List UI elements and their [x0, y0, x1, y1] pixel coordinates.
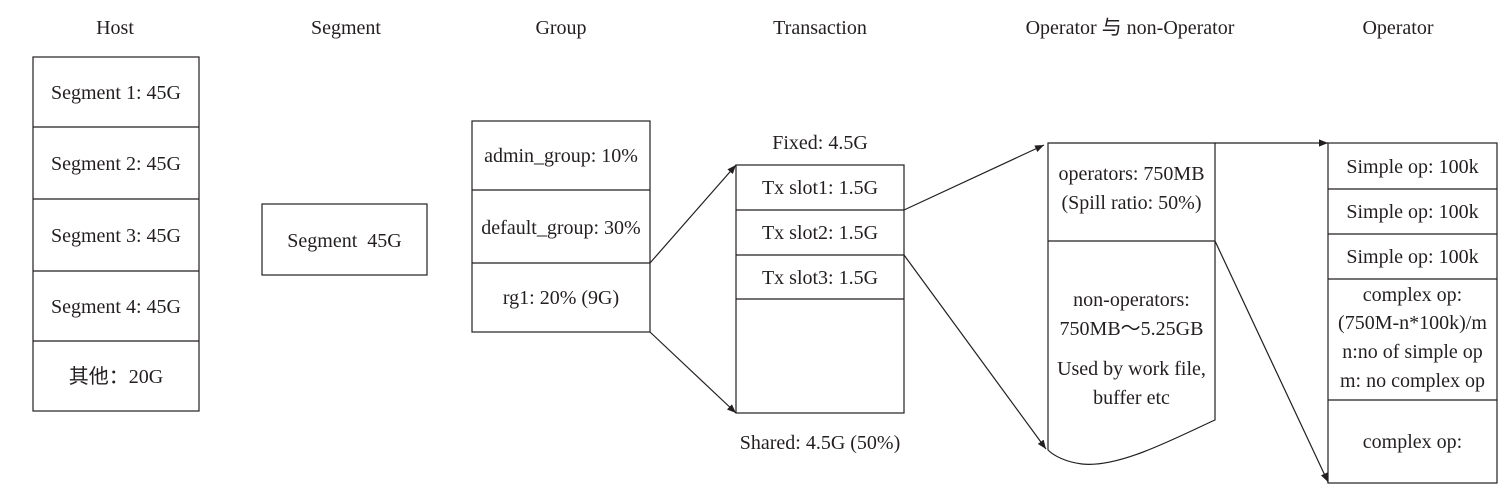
host-cell-other: 其他：20G — [69, 365, 163, 388]
operators-line-2: (Spill ratio: 50%) — [1062, 192, 1202, 214]
arrow-group-to-fixed — [649, 164, 737, 264]
segment-box-outline — [261, 203, 428, 276]
operator-simple-2: Simple op: 100k — [1346, 201, 1478, 223]
non-operators-line-1: non-operators: — [1073, 289, 1190, 311]
host-cell-segment-2: Segment 2: 45G — [51, 153, 181, 175]
operator-complex-line-2: (750M-n*100k)/m — [1338, 312, 1487, 334]
host-cell-segment-4: Segment 4: 45G — [51, 296, 181, 318]
operators-line-1: operators: 750MB — [1058, 163, 1204, 185]
group-box-outline — [471, 120, 651, 333]
group-cell-rg1: rg1: 20% (9G) — [503, 287, 619, 309]
operator-box: Simple op: 100k Simple op: 100k Simple o… — [1327, 142, 1498, 484]
arrow-slot-to-operators — [903, 144, 1045, 211]
arrow-non-operators-to-complex-op — [1214, 240, 1329, 483]
host-box: Segment 1: 45G Segment 2: 45G Segment 3:… — [32, 56, 200, 412]
arrow-group-to-shared — [649, 331, 737, 414]
group-cell-admin: admin_group: 10% — [484, 145, 638, 167]
host-box-outline — [32, 56, 200, 412]
operator-complex-line-4: m: no complex op — [1340, 370, 1485, 392]
header-group: Group — [535, 17, 586, 39]
header-transaction: Transaction — [773, 17, 867, 39]
operator-non-operator-box: operators: 750MB (Spill ratio: 50%) non-… — [1047, 142, 1216, 465]
non-operators-line-2: 750MB～5.25GB — [1060, 318, 1204, 340]
operator-simple-1: Simple op: 100k — [1346, 156, 1478, 178]
operator-complex-last: complex op: — [1363, 431, 1462, 453]
group-box: admin_group: 10% default_group: 30% rg1:… — [471, 120, 651, 333]
non-operators-line-3: Used by work file, — [1057, 358, 1206, 380]
non-operators-line-4: buffer etc — [1093, 387, 1170, 409]
operator-complex-line-3: n:no of simple op — [1342, 341, 1483, 363]
group-cell-default: default_group: 30% — [481, 217, 640, 239]
host-cell-segment-3: Segment 3: 45G — [51, 225, 181, 247]
operator-simple-3: Simple op: 100k — [1346, 246, 1478, 268]
operator-complex-line-1: complex op: — [1363, 284, 1462, 306]
transaction-box: Fixed: 4.5G Tx slot1: 1.5G Tx slot2: 1.5… — [735, 132, 905, 454]
host-cell-segment-1: Segment 1: 45G — [51, 82, 181, 104]
operator-box-outline — [1327, 142, 1498, 484]
header-operator-non-operator: Operator 与 non-Operator — [1026, 16, 1235, 39]
header-segment: Segment — [311, 17, 381, 39]
header-operator: Operator — [1362, 17, 1433, 39]
segment-label: Segment 45G — [287, 230, 401, 252]
segment-box: Segment 45G — [261, 203, 428, 276]
transaction-box-outline — [735, 164, 905, 414]
arrow-slot-to-non-operators — [903, 254, 1047, 450]
operator-non-operator-outline — [1047, 142, 1216, 465]
header-host: Host — [96, 17, 134, 39]
transaction-slot-2: Tx slot2: 1.5G — [762, 222, 878, 244]
transaction-slot-3: Tx slot3: 1.5G — [762, 267, 878, 289]
transaction-slot-1: Tx slot1: 1.5G — [762, 177, 878, 199]
transaction-fixed-label: Fixed: 4.5G — [772, 132, 868, 154]
transaction-shared-label: Shared: 4.5G (50%) — [740, 432, 901, 454]
